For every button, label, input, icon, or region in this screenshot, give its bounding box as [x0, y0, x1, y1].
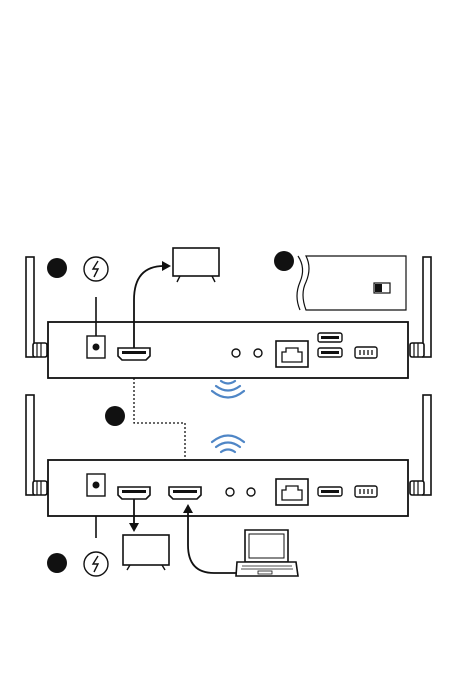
power-plug-icon [84, 257, 108, 281]
step-1-marker [47, 258, 67, 278]
power-plug-icon [84, 552, 108, 576]
usb-port [318, 348, 342, 357]
usb-port [318, 487, 342, 496]
status-led [247, 488, 255, 496]
hdmi-out-port [118, 487, 150, 499]
step-3-marker [47, 553, 67, 573]
tv-icon [173, 248, 219, 282]
tv-icon [123, 535, 169, 570]
arrow-head [129, 523, 139, 532]
wifi-signal-icon [212, 381, 244, 398]
dc-power-port [87, 474, 105, 496]
antenna-bottom-left [26, 395, 47, 495]
step-4-marker [105, 406, 125, 426]
arrow-head [162, 261, 171, 271]
bottom-unit [26, 395, 431, 516]
usb-port [318, 333, 342, 342]
status-led [232, 349, 240, 357]
step-2-marker [274, 251, 294, 271]
status-led [254, 349, 262, 357]
antenna-bottom-right [410, 395, 431, 495]
hdmi-in-port [169, 487, 201, 499]
antenna-top-left [26, 257, 47, 357]
status-led [226, 488, 234, 496]
ethernet-port [276, 341, 308, 367]
switch-panel [297, 256, 406, 310]
wifi-signal-icon [212, 436, 244, 453]
pairing-button [355, 347, 377, 358]
ethernet-port [276, 479, 308, 505]
laptop-icon [236, 530, 298, 576]
hdmi-cable [188, 511, 237, 573]
dc-power-port [87, 336, 105, 358]
hdmi-out-port [118, 348, 150, 360]
pairing-button [355, 486, 377, 497]
antenna-top-right [410, 257, 431, 357]
